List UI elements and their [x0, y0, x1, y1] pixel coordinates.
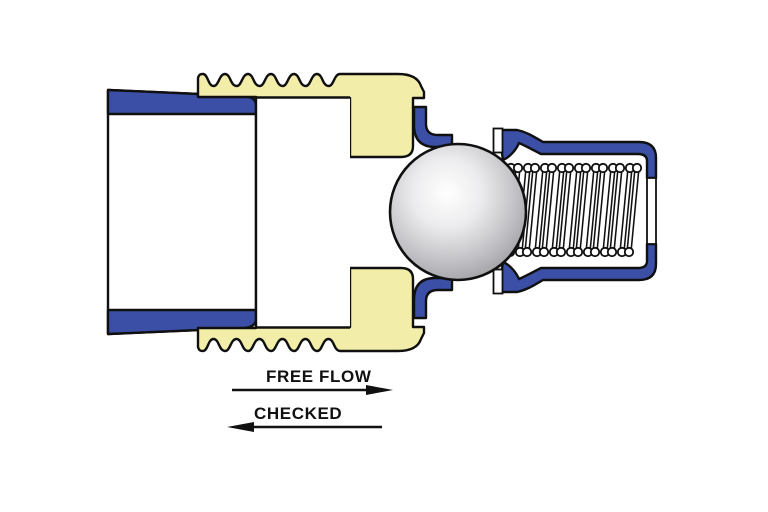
outlet-port — [646, 177, 657, 245]
inlet-tube — [106, 88, 258, 336]
bore — [254, 96, 350, 329]
seat-seal-bottom — [412, 276, 454, 320]
check-ball — [388, 142, 528, 282]
valve-body-top — [196, 72, 426, 159]
checked-arrowhead — [227, 422, 254, 432]
housing-bottom-flange — [492, 268, 504, 295]
free-flow-arrowhead — [366, 385, 393, 395]
seat-seal-top — [412, 105, 454, 149]
checked-label: CHECKED — [254, 404, 343, 423]
threaded-valve-body — [196, 72, 426, 353]
checked-arrow — [227, 422, 382, 432]
free-flow-label: FREE FLOW — [266, 367, 372, 386]
free-flow-arrow — [232, 385, 393, 395]
housing-top-flange — [492, 127, 504, 154]
seat-seals — [412, 105, 454, 320]
spring-housing-outlet — [492, 127, 658, 295]
inlet-tube-body — [106, 88, 258, 336]
valve-body-bottom — [196, 266, 426, 353]
